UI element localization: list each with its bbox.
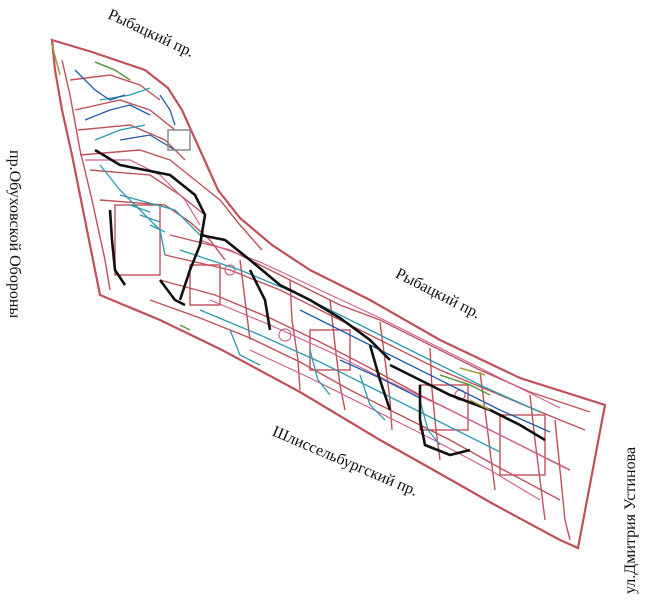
street-label-ustinova: ул.Дмитрия Устинова (622, 446, 639, 594)
power-network (51, 44, 491, 411)
gas-network (94, 61, 491, 396)
district-boundary (50, 38, 607, 550)
road-outlines (61, 59, 591, 541)
water-network (94, 87, 541, 453)
street-label-obukhovskoy-oborony: пр.Обуховской Обороны (6, 150, 23, 319)
heating-mains (94, 148, 546, 457)
building-outline (167, 129, 191, 151)
drainage-network (74, 69, 551, 433)
